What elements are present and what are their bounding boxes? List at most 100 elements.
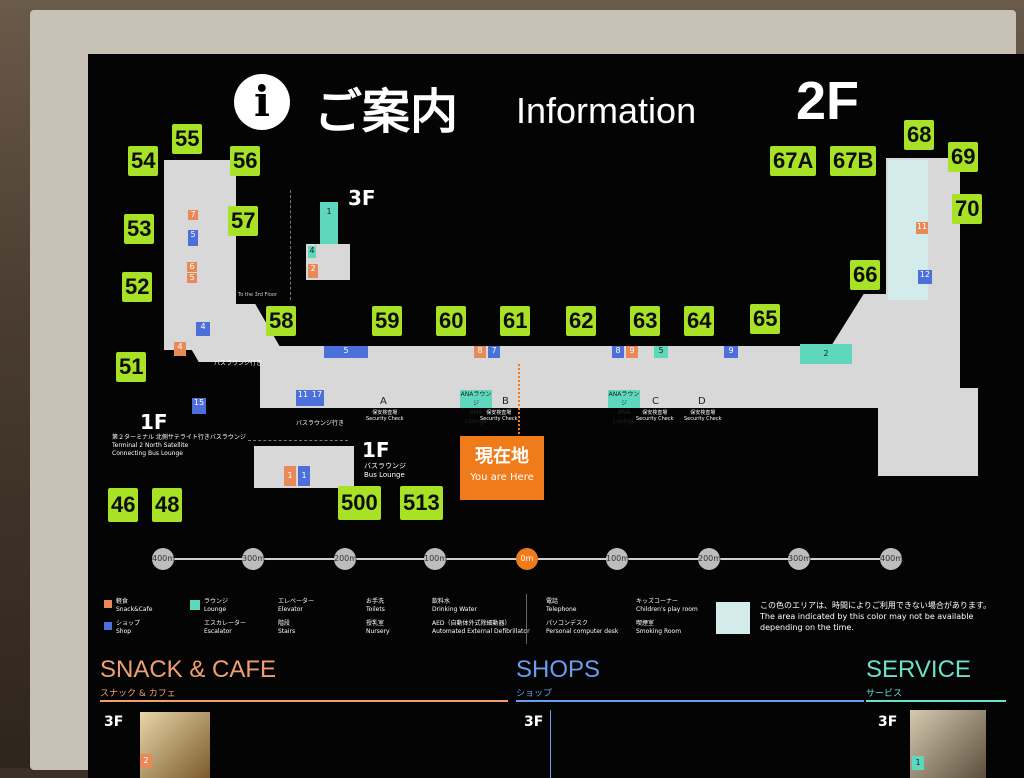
unit-5-left: 6 [187, 262, 197, 272]
snack-thumb-num: 2 [140, 754, 152, 768]
you-are-here-line [518, 364, 520, 438]
you-are-here-en: You are Here [470, 472, 534, 483]
legend-snack-swatch [104, 600, 112, 608]
unit-2-lounge: 2 [800, 344, 852, 364]
to-3rd-floor-label: To the 3rd Floor [238, 292, 277, 298]
gate-67b: 67B [830, 146, 877, 176]
unit-3-shop: 4 [196, 322, 210, 336]
gate-48: 48 [152, 488, 183, 522]
checkpoint-d: D [698, 396, 706, 407]
title-jp: ご案内 [314, 84, 459, 140]
unit-5-lounge: 5 [654, 346, 668, 358]
distance-200m-right: 200m [698, 548, 721, 570]
3f-inset-border [290, 190, 292, 300]
shops-rule [516, 700, 864, 702]
distance-400m-left: 400m [152, 548, 175, 570]
gate-58: 58 [266, 306, 297, 336]
bus-lounge-border [248, 440, 348, 442]
title-en: Information [516, 90, 697, 131]
service-floor: 3F [878, 714, 898, 730]
bus-lounge-direction: バスラウンジ行き [296, 420, 345, 427]
unit-9-snack: 9 [626, 346, 638, 358]
distance-200m-left: 200m [334, 548, 357, 570]
gate-56: 56 [230, 146, 261, 176]
gate-53: 53 [124, 214, 155, 244]
you-are-here-jp: 現在地 [475, 446, 529, 467]
service-thumbnail: 1 [910, 710, 986, 778]
3f-unit-4: 4 [308, 246, 316, 258]
gate-60: 60 [436, 306, 467, 336]
1f-left-label: 1F [140, 410, 168, 434]
gate-67a: 67A [770, 146, 817, 176]
distance-400m-right: 400m [880, 548, 903, 570]
snack-cafe-rule [100, 700, 508, 702]
distance-100m-left: 100m [424, 548, 447, 570]
legend-shop-swatch [104, 622, 112, 630]
gate-66: 66 [850, 260, 881, 290]
gate-65: 65 [750, 304, 781, 334]
shops-divider [550, 710, 551, 778]
unit-11-shop: 11 [296, 390, 310, 406]
distance-0m: 0m [516, 548, 538, 570]
gate-68: 68 [904, 120, 935, 150]
1f-bus-label: 1F [362, 438, 390, 462]
checkpoint-b: B [502, 396, 509, 407]
airport-directory-panel: i ご案内 Information 2F 7 5 6 5 4 4 To the … [88, 54, 1024, 778]
legend-lounge-swatch [190, 600, 200, 610]
snack-cafe-heading: SNACK & CAFE [100, 656, 277, 683]
service-thumb-num: 1 [912, 756, 924, 770]
info-icon: i [234, 74, 290, 130]
unit-5-shop: 5 [324, 346, 368, 358]
you-are-here-marker: 現在地 You are Here [460, 436, 544, 500]
shops-floor: 3F [524, 714, 544, 730]
gate-64: 64 [684, 306, 715, 336]
legend-restricted-note: この色のエリアは、時間によりご利用できない場合があります。The area in… [760, 601, 992, 632]
unit-4-left: 5 [187, 273, 197, 283]
3f-unit-2: 2 [308, 264, 318, 278]
snack-thumbnail: 2 [140, 712, 210, 778]
legend-divider [526, 594, 527, 644]
service-rule [866, 700, 1006, 702]
gate-59: 59 [372, 306, 403, 336]
gate-500: 500 [338, 486, 381, 520]
checkpoint-c: C [652, 396, 659, 407]
legend-restricted-swatch [716, 602, 750, 634]
gate-51: 51 [116, 352, 147, 382]
gate-52: 52 [122, 272, 153, 302]
unit-11-snack: 11 [916, 222, 928, 234]
unit-12-shop: 12 [918, 270, 932, 284]
gate-54: 54 [128, 146, 159, 176]
right-lower-block [878, 388, 978, 476]
gate-513: 513 [400, 486, 443, 520]
unit-8-shop: 8 [612, 346, 624, 358]
gate-62: 62 [566, 306, 597, 336]
3f-label: 3F [348, 186, 376, 210]
service-heading: SERVICE [866, 656, 971, 683]
bus-unit-1-shop: 1 [298, 466, 310, 486]
checkpoint-a: A [380, 396, 387, 407]
gate-57: 57 [228, 206, 259, 236]
unit-17-shop: 17 [310, 390, 324, 406]
unit-7-shop: 7 [488, 346, 500, 358]
gate-55: 55 [172, 124, 203, 154]
unit-9-shop: 9 [724, 346, 738, 358]
snack-floor: 3F [104, 714, 124, 730]
gate-63: 63 [630, 306, 661, 336]
